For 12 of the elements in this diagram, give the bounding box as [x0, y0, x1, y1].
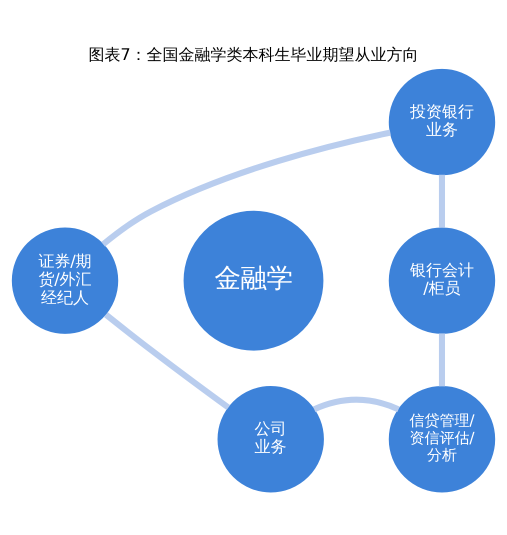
node-circle: 金融学 [184, 210, 324, 351]
connector [438, 333, 446, 386]
node-circle: 公司业务 [218, 386, 324, 492]
connector [101, 130, 391, 247]
connector [438, 174, 446, 228]
node-circle: 投资银行业务 [388, 68, 496, 176]
node-circle: 银行会计/柜员 [388, 227, 496, 334]
connector [104, 312, 230, 410]
connector [313, 396, 400, 412]
diagram-title: 图表7：全国金融学类本科生毕业期望从业方向 [88, 45, 419, 64]
node-circle: 证券/期货/外汇经纪人 [12, 227, 118, 334]
node-circle: 信贷管理/资信评估/分析 [388, 386, 496, 492]
